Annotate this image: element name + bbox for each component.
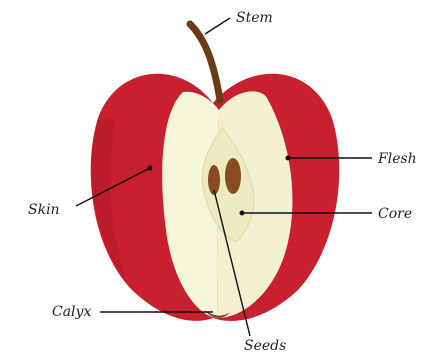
seed-right [225, 158, 241, 194]
stem-leader [205, 18, 230, 34]
flesh-dot [286, 156, 291, 161]
core-dot [240, 211, 245, 216]
skin-label: Skin [28, 202, 60, 218]
stem-label: Stem [236, 10, 273, 26]
seeds-label: Seeds [244, 338, 286, 354]
skin-dot [148, 166, 153, 171]
flesh-label: Flesh [377, 151, 417, 167]
core-label: Core [378, 206, 412, 222]
calyx-label: Calyx [52, 304, 91, 320]
